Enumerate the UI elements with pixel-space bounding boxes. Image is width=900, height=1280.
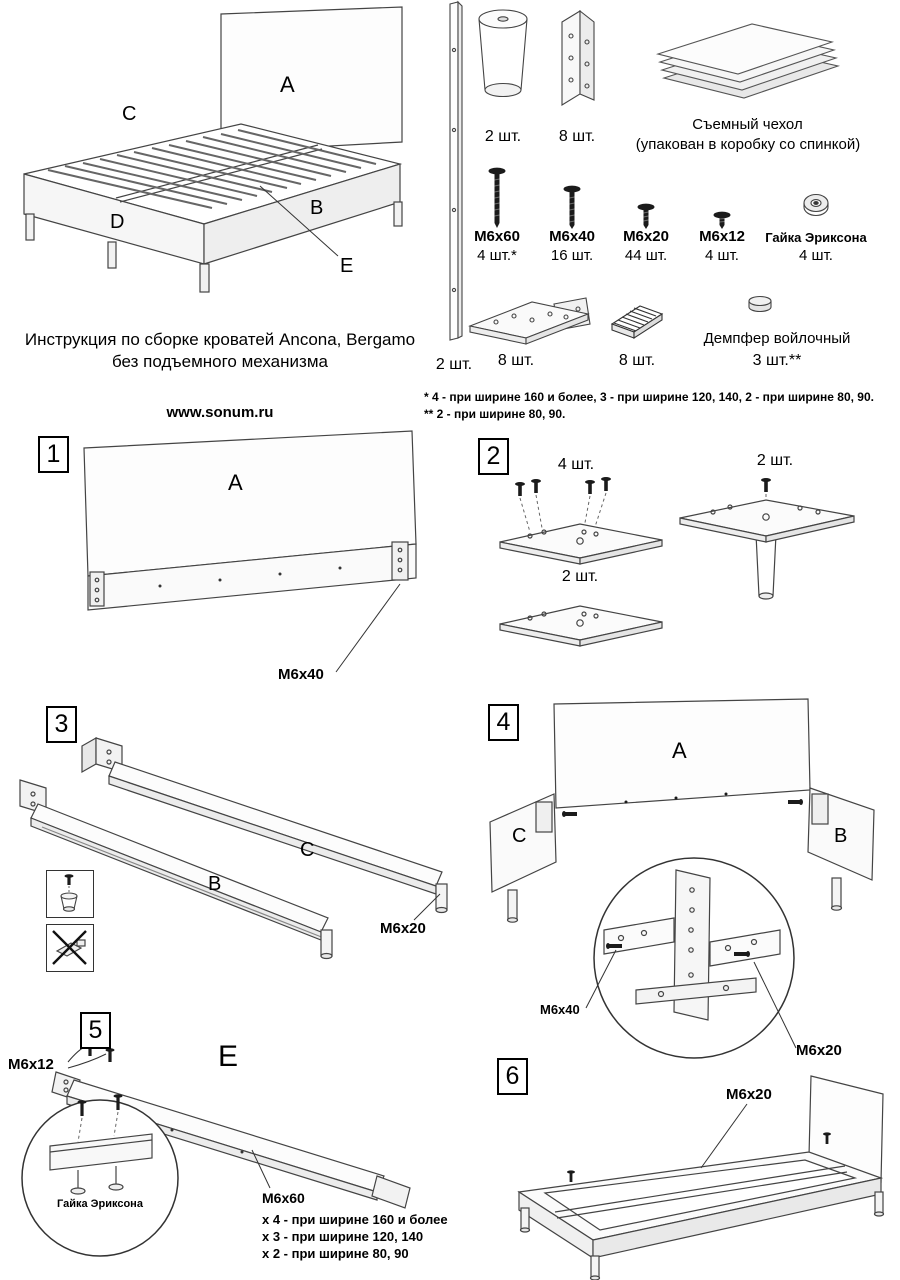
bed-label-b: B [310,197,323,219]
footnote-2: ** 2 - при ширине 80, 90. [424,407,566,421]
screw-m6x20-icon [637,203,655,229]
corner-bracket-qty: 8 шт. [558,128,596,145]
leg-qty: 2 шт. [484,128,522,145]
step-5-label-e: E [218,1040,239,1073]
step-5-screw-label-m6x60: M6x60 [262,1190,305,1206]
step-2-number: 2 [478,438,509,475]
erikson-nut-qty: 4 шт. [799,247,833,264]
website-link: www.sonum.ru [166,404,274,421]
felt-damper-qty: 3 шт.** [752,352,802,369]
step-5-nut-label: Гайка Эриксона [57,1198,143,1210]
step-4-screw-label-m6x20: M6x20 [796,1042,842,1059]
screw-m6x40-name: M6x40 [549,228,595,245]
step-6-screw-label: M6x20 [726,1086,772,1103]
step-3-number: 3 [46,706,77,743]
step-5-note-1: х 4 - при ширине 160 и более [262,1212,448,1227]
page-title-line2: без подъемного механизма [112,352,328,371]
step-1-number: 1 [38,436,69,473]
step-4-screw-label-m6x40: M6x40 [540,1002,580,1017]
long-bracket-part-drawing [468,297,591,345]
side-rail-part-drawing [449,0,463,341]
grip-pad-part-drawing [610,305,664,340]
step-4-label-c: C [512,825,526,847]
hand-tighten-icon-box [46,870,94,918]
screw-m6x20-name: M6x20 [623,228,669,245]
felt-damper-icon [748,295,772,313]
screw-m6x12-qty: 4 шт. [705,247,739,264]
bed-label-e: E [340,255,353,277]
cover-note: (упакован в коробку со спинкой) [635,136,861,153]
bed-label-c: C [122,103,136,125]
footnote-1: * 4 - при ширине 160 и более, 3 - при ши… [424,390,874,404]
step-3-label-b: B [208,873,221,895]
leg-part-drawing [478,9,528,98]
step-1-drawing: A [83,430,417,673]
screw-m6x40-qty: 16 шт. [550,247,594,264]
step-3-drawing: C B [19,736,448,960]
no-drill-icon-box [46,924,94,972]
step-4-label-b: B [834,825,847,847]
step-2-qty-top: 4 шт. [557,456,595,473]
step-5-number: 5 [80,1012,111,1049]
step-2-plate-with-leg-drawing [679,478,855,600]
screw-m6x60-name: M6x60 [474,228,520,245]
step-2-qty-bottom: 2 шт. [561,568,599,585]
screw-m6x40-icon [563,185,581,229]
no-drill-icon [52,930,87,965]
step-3-screw-label: M6x20 [380,920,426,937]
cover-title: Съемный чехол [692,116,803,133]
felt-damper-name: Демпфер войлочный [703,330,851,347]
long-bracket-qty: 8 шт. [497,352,535,369]
step-5-note-3: х 2 - при ширине 80, 90 [262,1246,409,1261]
bed-label-a: A [280,72,295,97]
cover-part-drawing [655,23,841,99]
step-1-label-a: A [228,470,243,495]
step-4-label-a: A [672,738,687,763]
screw-m6x12-name: M6x12 [699,228,745,245]
bed-label-d: D [110,211,124,233]
screw-m6x20-qty: 44 шт. [624,247,668,264]
step-1-screw-label: M6x40 [278,666,324,683]
step-5-drawing [21,1042,411,1257]
step-6-drawing [517,1075,885,1280]
step-5-screw-label-m6x12: M6x12 [8,1056,54,1073]
step-2-qty-right: 2 шт. [756,452,794,469]
erikson-nut-name: Гайка Эриксона [765,230,867,245]
side-rail-qty: 2 шт. [435,356,473,373]
step-2-corner-plate-drawing [499,477,663,565]
step-5-note-2: х 3 - при ширине 120, 140 [262,1229,424,1244]
step-6-number: 6 [497,1058,528,1095]
hand-tighten-icon [60,874,78,912]
step-3-label-c: C [300,839,314,861]
step-4-number: 4 [488,704,519,741]
screw-m6x12-icon [713,211,731,229]
corner-bracket-part-drawing [561,9,595,106]
page-title-line1: Инструкция по сборке кроватей Ancona, Be… [24,330,416,349]
screw-m6x60-icon [488,167,506,228]
bed-overview-drawing: A C D B E [23,6,403,293]
screw-m6x60-qty: 4 шт.* [477,247,517,264]
step-2-plate-drawing [499,605,663,647]
grip-pad-qty: 8 шт. [618,352,656,369]
erikson-nut-icon [803,193,829,217]
step-4-drawing: A C B [489,698,875,1059]
